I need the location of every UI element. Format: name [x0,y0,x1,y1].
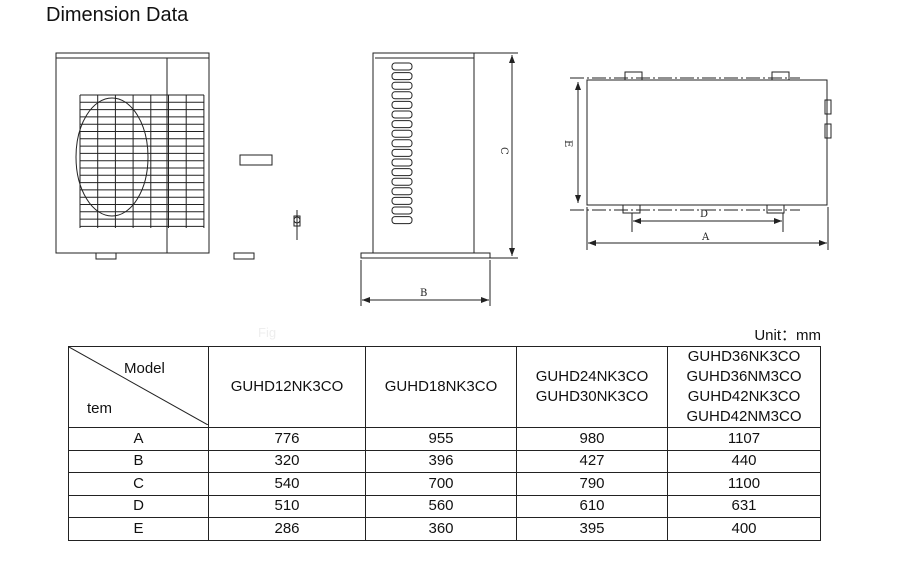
figure-caption: Fig [258,325,277,340]
louver-slot [391,139,413,148]
value-cell: 396 [365,449,517,473]
model-name: GUHD42NK3CO [687,388,801,405]
model-name: GUHD42NM3CO [686,408,802,425]
value-cell: 400 [667,517,821,541]
louver-slot [391,216,413,225]
value-cell: 320 [208,449,366,473]
value-cell: 427 [516,449,668,473]
value-cell: 700 [365,472,517,496]
item-cell: C [68,472,209,496]
value-cell: 560 [365,494,517,518]
item-cell: D [68,494,209,518]
item-cell: B [68,449,209,473]
corner-model-label: Model [124,360,165,377]
model-name: GUHD12NK3CO [230,378,344,395]
valve-icon [293,210,301,240]
label-plate [239,154,273,166]
louver-slot [391,177,413,186]
value-cell: 360 [365,517,517,541]
table-header-row: Model tem GUHD12NK3CO GUHD18NK3CO GUHD24… [68,346,821,428]
value-cell: 540 [208,472,366,496]
dimension-drawings: C B D A E [55,52,832,306]
value-cell: 1107 [667,427,821,451]
dimension-table: Model tem GUHD12NK3CO GUHD18NK3CO GUHD24… [68,346,821,541]
value-cell: 510 [208,494,366,518]
louver-slot [391,158,413,167]
model-name: GUHD36NM3CO [686,368,802,385]
item-cell: A [68,427,209,451]
louver-slot [391,187,413,196]
corner-cell: Model tem [68,346,209,428]
value-cell: 395 [516,517,668,541]
louver-slot [391,206,413,215]
model-name: GUHD18NK3CO [384,378,498,395]
louver-slot [391,81,413,90]
front-view [55,52,301,260]
value-cell: 955 [365,427,517,451]
louver-slot [391,148,413,157]
model-header: GUHD36NK3CO GUHD36NM3CO GUHD42NK3CO GUHD42N… [667,346,821,428]
value-cell: 631 [667,494,821,518]
value-cell: 286 [208,517,366,541]
model-name: GUHD24NK3CO [535,368,649,385]
louver-slot [391,110,413,119]
model-name: GUHD36NK3CO [687,348,801,365]
value-cell: 980 [516,427,668,451]
value-cell: 1100 [667,472,821,496]
fan-grille [79,94,205,228]
dim-label-a: A [701,232,710,243]
dim-label-e: E [562,140,573,147]
page-title: Dimension Data [46,4,189,26]
top-view: D A E [562,71,832,250]
dim-label-c: C [498,147,509,155]
side-view: C B [360,52,518,306]
unit-label: Unit：mm [754,327,821,344]
louver-slot [391,91,413,100]
louver-slot [391,120,413,129]
louver-slot [391,129,413,138]
value-cell: 440 [667,449,821,473]
dim-label-b: B [420,288,427,299]
louver-slot [391,196,413,205]
model-header: GUHD12NK3CO [208,346,366,428]
louvers [391,62,413,225]
louver-slot [391,72,413,81]
model-name: GUHD30NK3CO [535,388,649,405]
value-cell: 790 [516,472,668,496]
value-cell: 610 [516,494,668,518]
louver-slot [391,100,413,109]
corner-item-label: tem [87,400,113,417]
louver-slot [391,168,413,177]
model-header: GUHD18NK3CO [365,346,517,428]
model-header: GUHD24NK3CO GUHD30NK3CO [516,346,668,428]
louver-slot [391,62,413,71]
item-cell: E [68,517,209,541]
value-cell: 776 [208,427,366,451]
dim-label-d: D [700,209,708,220]
